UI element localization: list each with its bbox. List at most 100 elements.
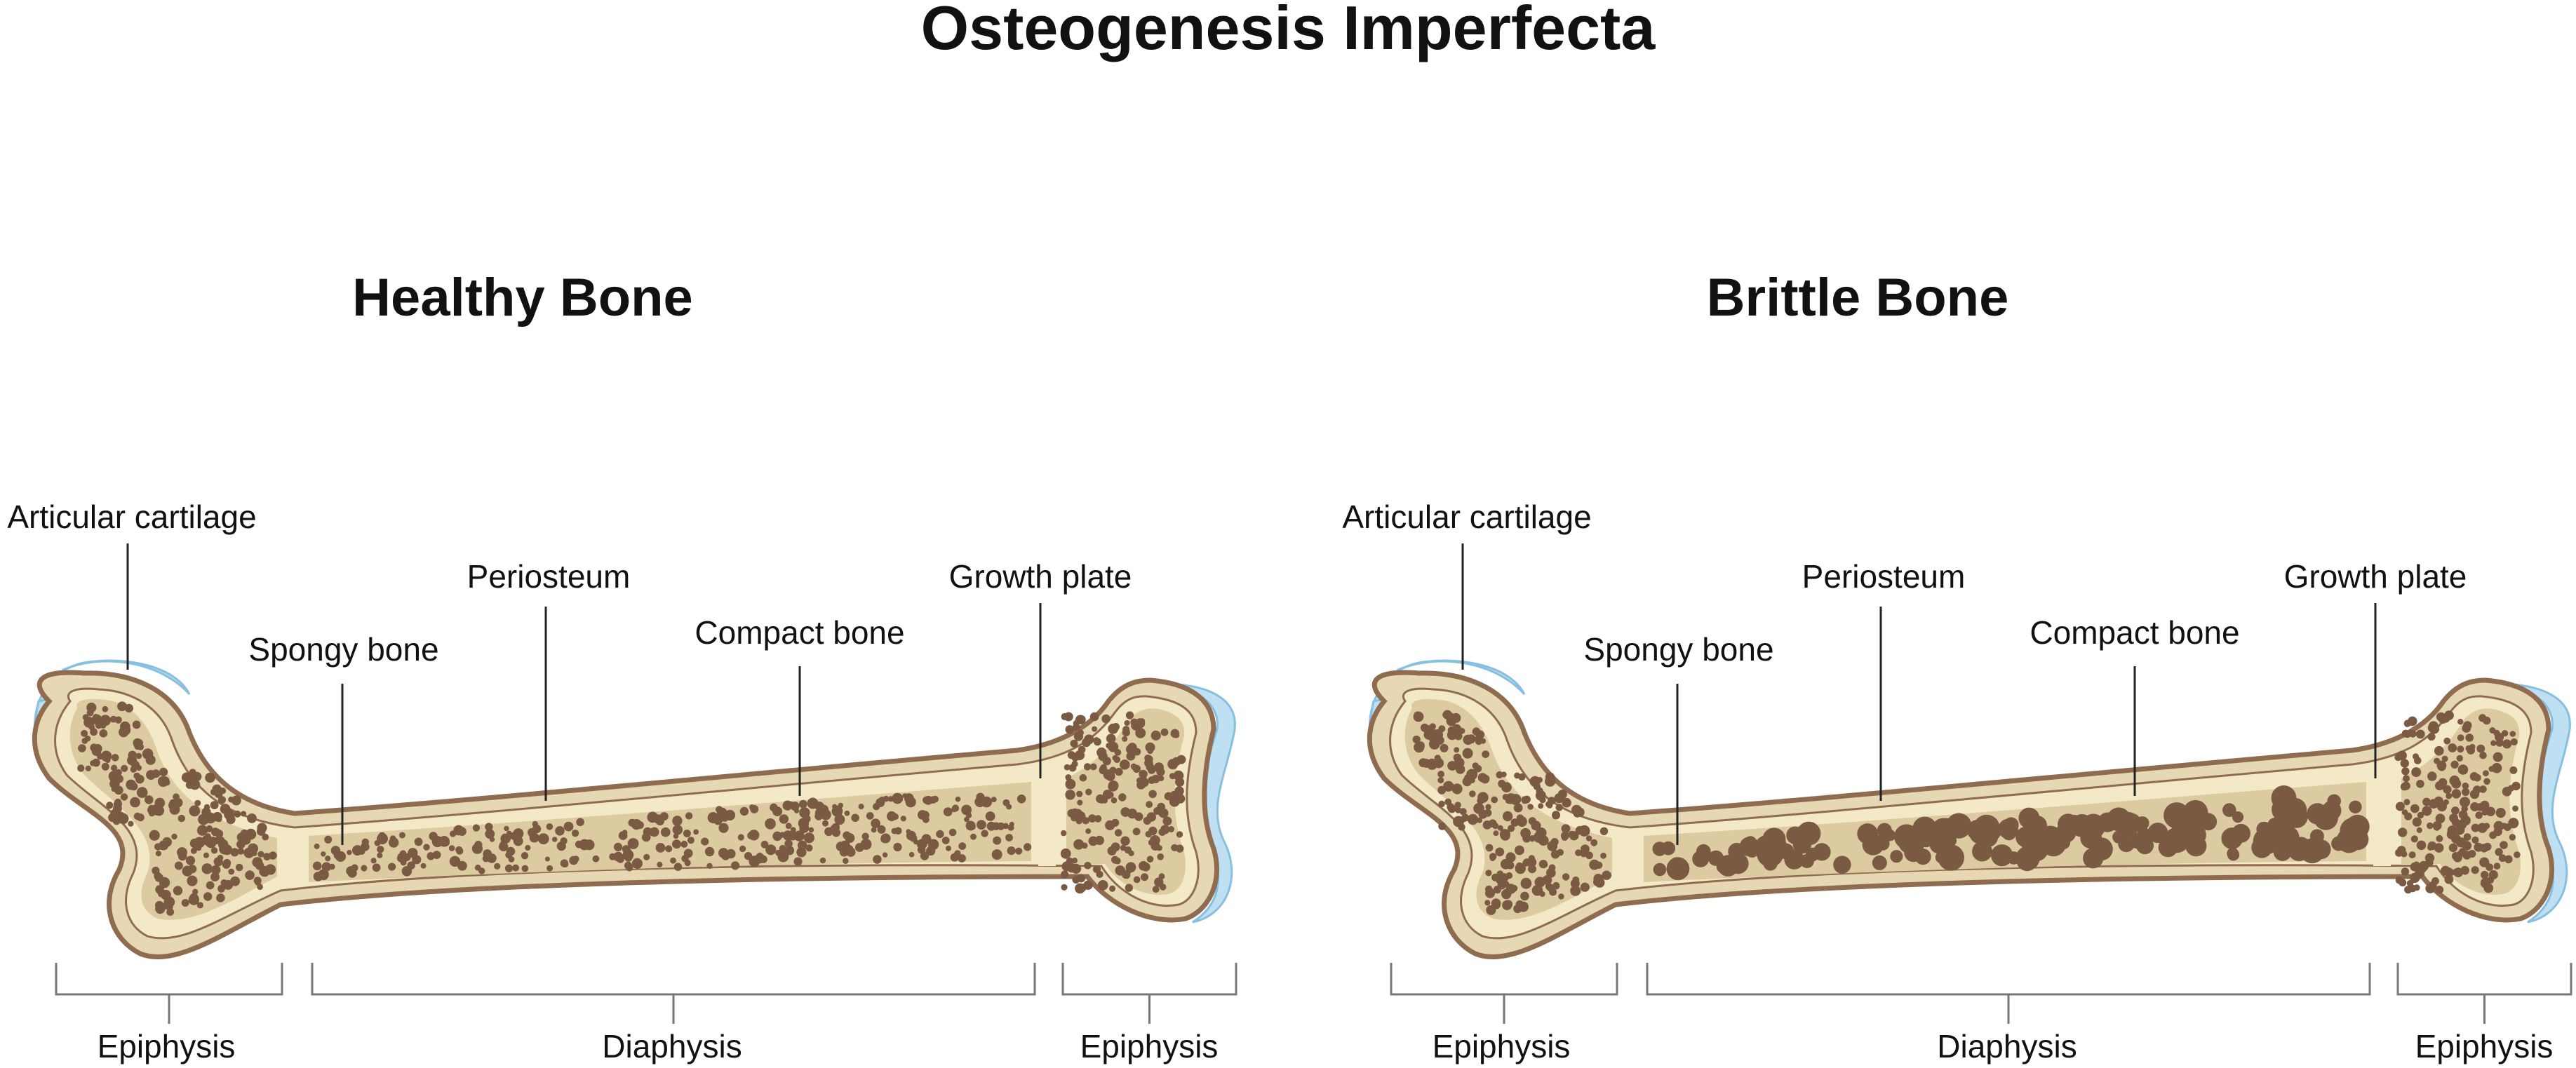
pore	[1126, 751, 1136, 761]
pore	[372, 863, 381, 872]
pore	[2443, 867, 2454, 878]
pore	[2409, 730, 2417, 738]
label-periosteum: Periosteum	[1802, 558, 1966, 595]
pore	[1071, 755, 1079, 762]
pore	[388, 863, 396, 871]
pore	[1528, 865, 1536, 874]
pore	[2447, 825, 2457, 836]
pore	[1502, 811, 1513, 822]
bracket-epiphysis-right	[1061, 963, 1237, 1024]
pore	[1088, 836, 1099, 846]
pore	[456, 847, 464, 855]
pore	[2403, 799, 2410, 806]
pore	[1486, 887, 1494, 894]
pore	[1158, 828, 1167, 836]
label-spongy-bone: Spongy bone	[248, 631, 438, 668]
pore	[799, 807, 810, 818]
pore	[429, 832, 438, 841]
pore	[1097, 880, 1108, 891]
pore	[2461, 805, 2468, 813]
pore	[803, 832, 814, 844]
pore	[1423, 725, 1431, 734]
pore	[2509, 766, 2518, 774]
pore	[1109, 766, 1117, 775]
pore	[683, 830, 691, 837]
pore	[1101, 714, 1111, 724]
pore	[120, 721, 130, 732]
pore	[313, 872, 323, 881]
pore	[500, 833, 511, 844]
pore	[1991, 844, 2013, 867]
pore	[819, 857, 826, 864]
pore	[576, 818, 584, 827]
pore	[1447, 761, 1457, 771]
pore	[314, 843, 320, 849]
pore	[1555, 804, 1563, 811]
pore	[155, 851, 161, 857]
pore	[1024, 843, 1032, 851]
pore	[206, 825, 213, 832]
pore	[2462, 782, 2469, 790]
pore	[1562, 797, 1571, 808]
pore	[2456, 755, 2463, 762]
pore	[2222, 803, 2236, 817]
pore	[2004, 817, 2019, 832]
pore	[2457, 745, 2464, 753]
bone-pores	[77, 701, 1186, 916]
pore	[861, 832, 869, 840]
pore	[2410, 872, 2420, 884]
pore	[1146, 801, 1153, 809]
pore	[128, 820, 134, 827]
pore	[2432, 820, 2442, 830]
pore	[2404, 886, 2413, 894]
pore	[793, 857, 803, 866]
panel-heading: Brittle Bone	[1707, 268, 2009, 327]
pore	[586, 840, 595, 849]
pore	[2398, 827, 2408, 837]
pore	[1527, 804, 1534, 810]
pore	[525, 844, 531, 851]
pore	[2493, 863, 2501, 870]
pore	[1421, 759, 1431, 768]
pore	[2451, 818, 2460, 827]
pore	[965, 812, 972, 818]
pore	[377, 833, 388, 845]
pore	[1109, 885, 1116, 892]
pore	[2416, 780, 2424, 788]
pore	[687, 837, 695, 844]
pore	[1414, 742, 1425, 753]
pore	[672, 839, 681, 849]
pore	[1480, 774, 1490, 784]
pore	[970, 833, 977, 840]
pore	[85, 765, 91, 771]
pore	[1139, 769, 1148, 779]
pore	[2412, 817, 2422, 827]
pore	[1545, 776, 1556, 787]
pore	[1575, 825, 1585, 835]
pore	[142, 748, 154, 759]
pore	[1148, 826, 1158, 836]
pore	[99, 729, 108, 738]
pore	[1482, 820, 1492, 830]
pore	[921, 834, 932, 844]
pore	[112, 804, 122, 813]
pore	[1060, 848, 1071, 859]
pore	[1092, 726, 1098, 732]
pore	[716, 806, 723, 813]
pore	[2500, 841, 2508, 849]
pore	[169, 799, 176, 806]
pore	[1545, 801, 1552, 808]
pore	[82, 714, 89, 721]
pore	[1443, 780, 1454, 792]
pore	[1071, 760, 1078, 768]
pore	[986, 821, 996, 831]
pore	[377, 852, 383, 858]
pore	[117, 811, 125, 819]
pore	[1168, 826, 1174, 832]
pore	[1122, 726, 1130, 734]
pore	[1523, 795, 1531, 804]
pore	[321, 851, 326, 857]
pore	[2321, 800, 2342, 820]
pore	[2256, 821, 2272, 837]
pore	[2471, 866, 2479, 874]
